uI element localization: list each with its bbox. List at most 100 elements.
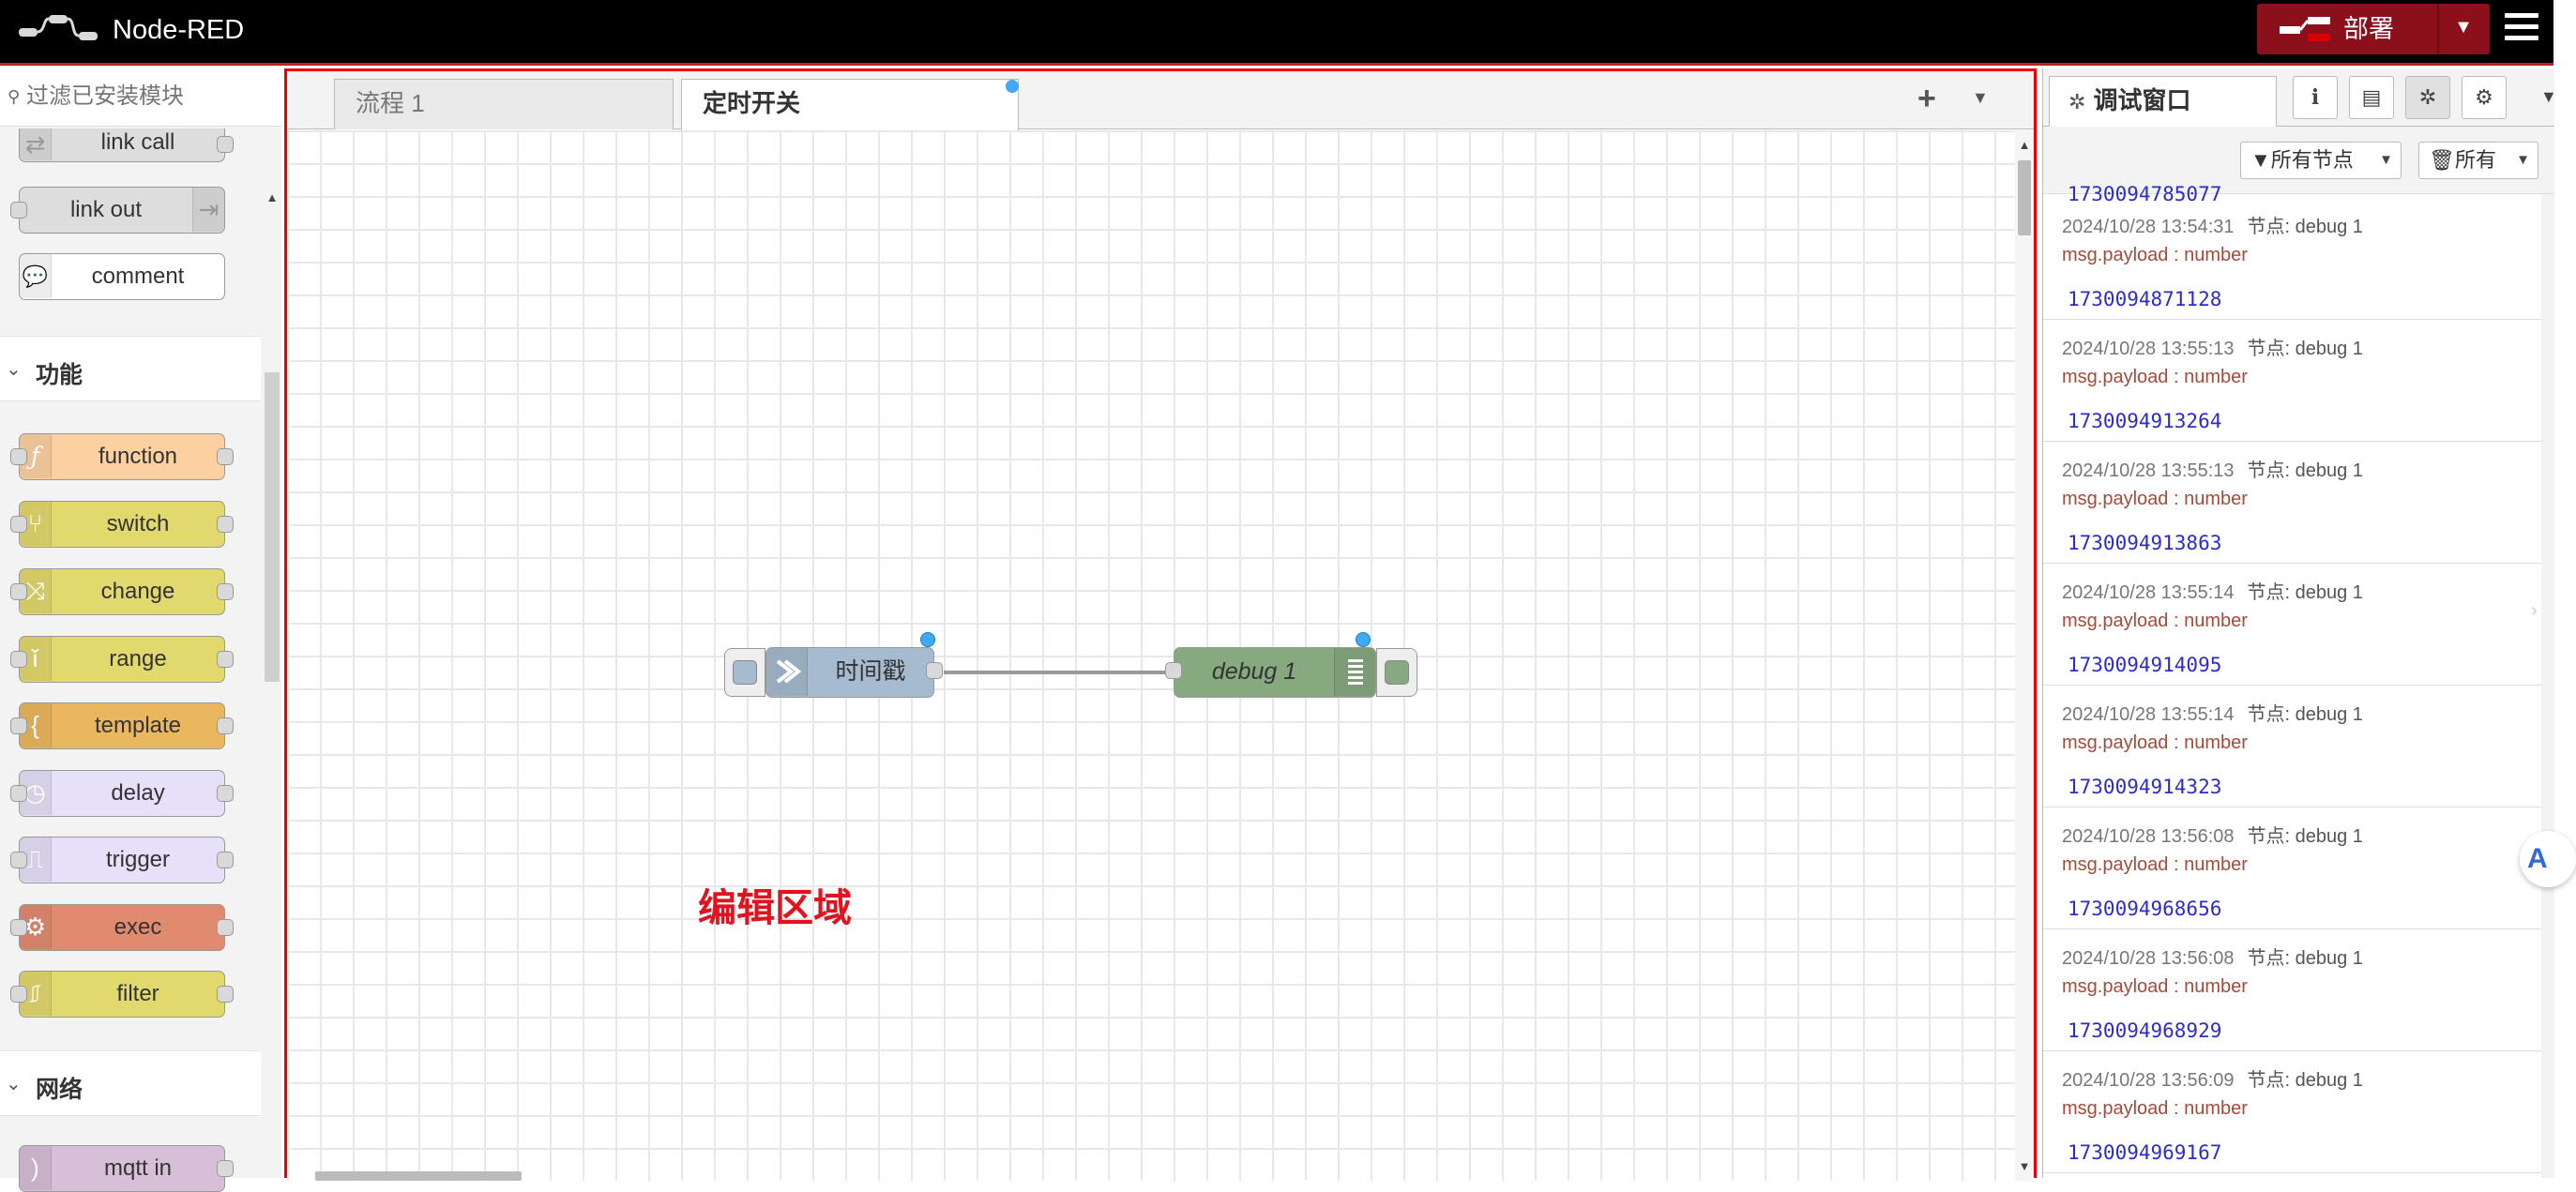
debug-message-list[interactable]: 1730094785077 2024/10/28 13:54:31 节点: deb… — [2043, 183, 2554, 1178]
message-node-link[interactable]: 节点: debug 1 — [2247, 217, 2363, 237]
debug-toggle-button[interactable] — [1376, 648, 1417, 697]
message-value[interactable]: 1730094913264 — [2068, 410, 2222, 432]
wifi-icon: ) — [20, 1146, 52, 1190]
message-path[interactable]: msg.payload : number — [2062, 489, 2248, 509]
message-value[interactable]: 1730094871128 — [2068, 288, 2222, 310]
palette-scrollbar[interactable]: ▲ — [263, 127, 281, 1178]
debug-message[interactable]: 2024/10/28 13:55:14 节点: debug 1 msg.paylo… — [2043, 686, 2541, 807]
message-value[interactable]: 1730094914323 — [2068, 776, 2222, 798]
message-path[interactable]: msg.payload : number — [2062, 367, 2248, 387]
flow-canvas[interactable]: 时间戳 debug 1 编辑区域 — [287, 130, 2015, 1181]
trash-icon: 🗑 — [2429, 148, 2455, 172]
message-path[interactable]: msg.payload : number — [2062, 732, 2248, 753]
message-node-link[interactable]: 节点: debug 1 — [2247, 339, 2363, 359]
message-time: 2024/10/28 13:54:31 — [2062, 217, 2235, 237]
tab-timer-switch[interactable]: 定时开关 — [681, 79, 1019, 130]
message-value[interactable]: 1730094913863 — [2068, 532, 2222, 554]
add-flow-icon[interactable]: + — [1917, 81, 1936, 116]
flow-node-debug[interactable]: debug 1 — [1165, 647, 1376, 698]
assistant-floating-icon[interactable]: A — [2520, 831, 2576, 887]
tab-flow-1[interactable]: 流程 1 — [334, 79, 674, 129]
message-node-link[interactable]: 节点: debug 1 — [2247, 460, 2363, 481]
palette-node-switch[interactable]: ⑂ switch — [10, 501, 234, 548]
filter-nodes-dropdown[interactable]: ▼所有节点▼ — [2240, 142, 2402, 179]
palette-node-mqtt-in[interactable]: ) mqtt in — [19, 1145, 234, 1192]
output-port — [217, 448, 234, 465]
message-node-link[interactable]: 节点: debug 1 — [2247, 948, 2363, 969]
palette-node-filter[interactable]: ⎎ filter — [10, 971, 234, 1018]
chevron-right-icon[interactable]: › — [2531, 600, 2538, 621]
message-path[interactable]: msg.payload : number — [2062, 611, 2248, 631]
output-port — [217, 852, 234, 868]
palette-node-trigger[interactable]: ⎍ trigger — [10, 837, 234, 883]
book-icon[interactable]: ▤ — [2349, 76, 2394, 119]
input-port — [10, 986, 27, 1003]
output-port[interactable] — [926, 662, 943, 679]
message-path[interactable]: msg.payload : number — [2062, 976, 2248, 997]
palette-search-input[interactable] — [26, 82, 270, 112]
palette-node-template[interactable]: { template — [10, 702, 234, 749]
message-node-link[interactable]: 节点: debug 1 — [2247, 704, 2363, 725]
main-menu-icon[interactable] — [2505, 13, 2538, 43]
message-value[interactable]: 1730094914095 — [2068, 654, 2222, 676]
palette-category-network[interactable]: ⌄ 网络 — [0, 1050, 261, 1116]
filter-label: 所有 — [2454, 148, 2496, 172]
tab-debug[interactable]: ✲调试窗口 — [2049, 76, 2277, 128]
debug-toolbar: ▼所有节点▼ 🗑所有▼ — [2043, 127, 2554, 194]
message-value[interactable]: 1730094968929 — [2068, 1019, 2222, 1042]
message-value[interactable]: 1730094968656 — [2068, 898, 2222, 920]
input-port — [10, 651, 27, 668]
message-value[interactable]: 1730094785077 — [2068, 183, 2222, 205]
palette-node-delay[interactable]: ◷ delay — [10, 770, 234, 817]
palette-node-link-call[interactable]: ⇄ link call — [19, 128, 234, 162]
palette-node-change[interactable]: ⤨ change — [10, 568, 234, 615]
palette-node-comment[interactable]: 💬 comment — [19, 253, 225, 300]
filter-all-dropdown[interactable]: 🗑所有▼ — [2418, 142, 2538, 179]
deploy-dropdown-icon[interactable]: ▼ — [2454, 17, 2473, 38]
scrollbar-thumb[interactable] — [265, 372, 280, 682]
message-path[interactable]: msg.payload : number — [2062, 1098, 2248, 1119]
palette-node-label: link call — [100, 129, 175, 155]
message-path[interactable]: msg.payload : number — [2062, 854, 2248, 875]
vertical-scrollbar[interactable]: ▲ ▼ — [2015, 130, 2034, 1181]
message-node-link[interactable]: 节点: debug 1 — [2247, 826, 2363, 847]
horizontal-scrollbar[interactable] — [315, 1171, 522, 1181]
output-port — [217, 986, 234, 1003]
bug-icon[interactable]: ✲ — [2405, 76, 2450, 119]
chevron-down-icon[interactable]: ▼ — [1972, 88, 1989, 107]
message-time: 2024/10/28 13:55:14 — [2062, 704, 2235, 725]
scroll-up-icon[interactable]: ▲ — [265, 190, 279, 204]
deploy-button[interactable]: 部署 ▼ — [2257, 4, 2490, 54]
gear-icon[interactable]: ⚙ — [2462, 76, 2507, 119]
debug-message[interactable]: 2024/10/28 13:54:31 节点: debug 1 msg.paylo… — [2043, 198, 2541, 320]
chevron-down-icon[interactable]: ▼ — [2540, 87, 2557, 106]
palette-node-exec[interactable]: ⚙ exec — [10, 904, 234, 951]
palette-node-link-out[interactable]: link out ⇥ — [10, 187, 225, 234]
input-port[interactable] — [1165, 662, 1182, 679]
scroll-up-icon[interactable]: ▲ — [2018, 138, 2031, 152]
palette-node-range[interactable]: ǐ range — [10, 636, 234, 683]
message-path[interactable]: msg.payload : number — [2062, 245, 2248, 265]
message-node-link[interactable]: 节点: debug 1 — [2247, 1070, 2363, 1091]
node-red-logo-icon — [19, 15, 98, 40]
palette-category-function[interactable]: ⌄ 功能 — [0, 336, 261, 401]
scrollbar-thumb[interactable] — [2018, 160, 2031, 235]
category-title: 网络 — [36, 1077, 83, 1103]
inject-trigger-button[interactable] — [724, 648, 765, 697]
flow-wire[interactable] — [944, 671, 1165, 674]
flow-node-inject[interactable]: 时间戳 — [765, 647, 943, 698]
palette-node-function[interactable]: ƒ function — [10, 433, 234, 480]
flow-node-label: debug 1 — [1211, 658, 1297, 685]
message-node-link[interactable]: 节点: debug 1 — [2247, 582, 2363, 603]
scroll-down-icon[interactable]: ▼ — [2018, 1159, 2031, 1173]
message-value[interactable]: 1730094969167 — [2068, 1141, 2222, 1164]
info-icon[interactable]: i — [2293, 76, 2338, 119]
input-port — [10, 202, 27, 219]
